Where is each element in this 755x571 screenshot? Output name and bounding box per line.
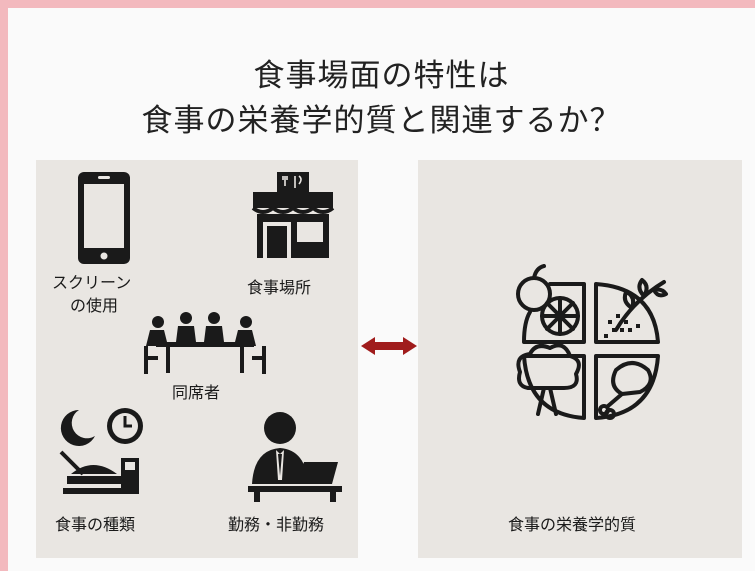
- companions-label: 同席者: [172, 383, 221, 402]
- restaurant-icon: [251, 172, 335, 258]
- outcome-label: 食事の栄養学的質: [508, 515, 637, 534]
- work-status-label: 勤務・非勤務: [228, 515, 325, 534]
- screen-use-label-2: の使用: [70, 296, 119, 315]
- title-line-2: 食事の栄養学的質と関連するか？: [141, 103, 622, 139]
- meeting-table-icon: [144, 312, 266, 374]
- screen-use-label-1: スクリーン: [52, 273, 132, 292]
- night-clock-meal-icon: [59, 408, 143, 494]
- title-line-1: 食事場面の特性は: [253, 58, 510, 94]
- smartphone-icon: [78, 172, 130, 264]
- double-arrow-icon: [361, 337, 417, 355]
- office-worker-icon: [248, 412, 342, 502]
- outcome-panel: [418, 160, 742, 558]
- place-label: 食事場所: [247, 278, 312, 297]
- food-plate-icon: [516, 264, 668, 420]
- meal-type-label: 食事の種類: [55, 515, 136, 534]
